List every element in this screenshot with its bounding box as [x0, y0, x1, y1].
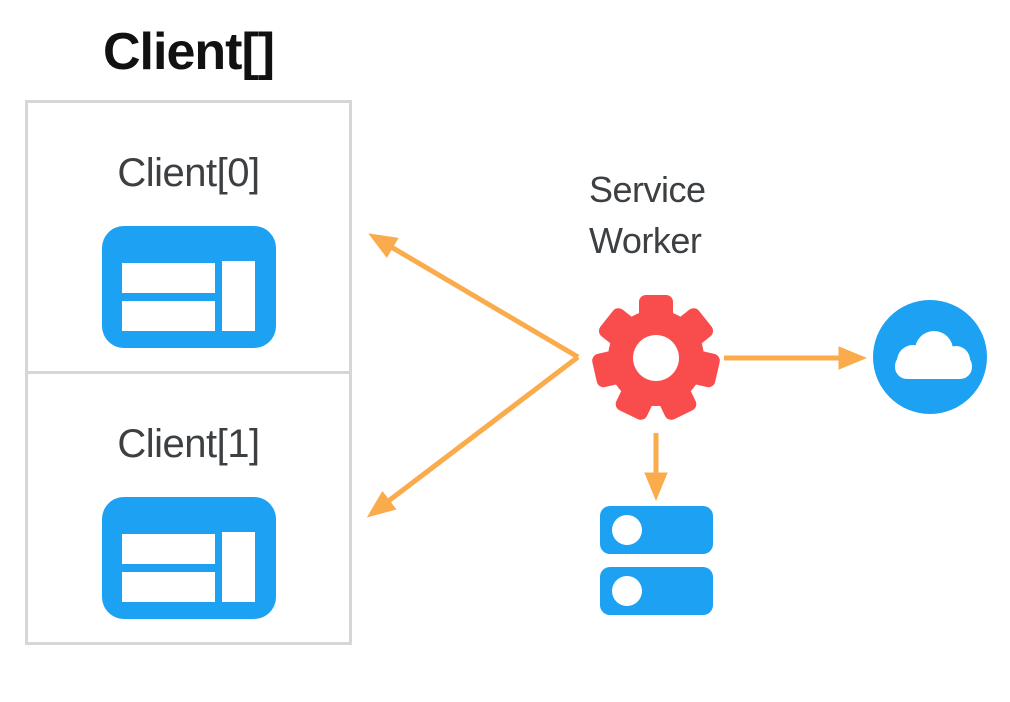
cloud-icon	[873, 300, 987, 414]
client-0-label: Client[0]	[117, 150, 260, 195]
storage-icon	[600, 506, 713, 615]
client-0-box: Client[0]	[25, 100, 352, 374]
diagram-title: Client[]	[103, 23, 275, 81]
arrow-service-worker-to-client1	[366, 355, 580, 518]
client-1-label: Client[1]	[117, 421, 260, 466]
gear-icon	[592, 295, 720, 420]
service-worker-label: Service Worker	[589, 169, 706, 261]
client-1-box: Client[1]	[25, 371, 352, 645]
arrow-service-worker-to-client0	[368, 233, 580, 360]
browser-window-icon	[101, 496, 276, 619]
client-array-group: Client[0] Client[1]	[25, 100, 352, 645]
browser-window-icon	[101, 225, 276, 348]
